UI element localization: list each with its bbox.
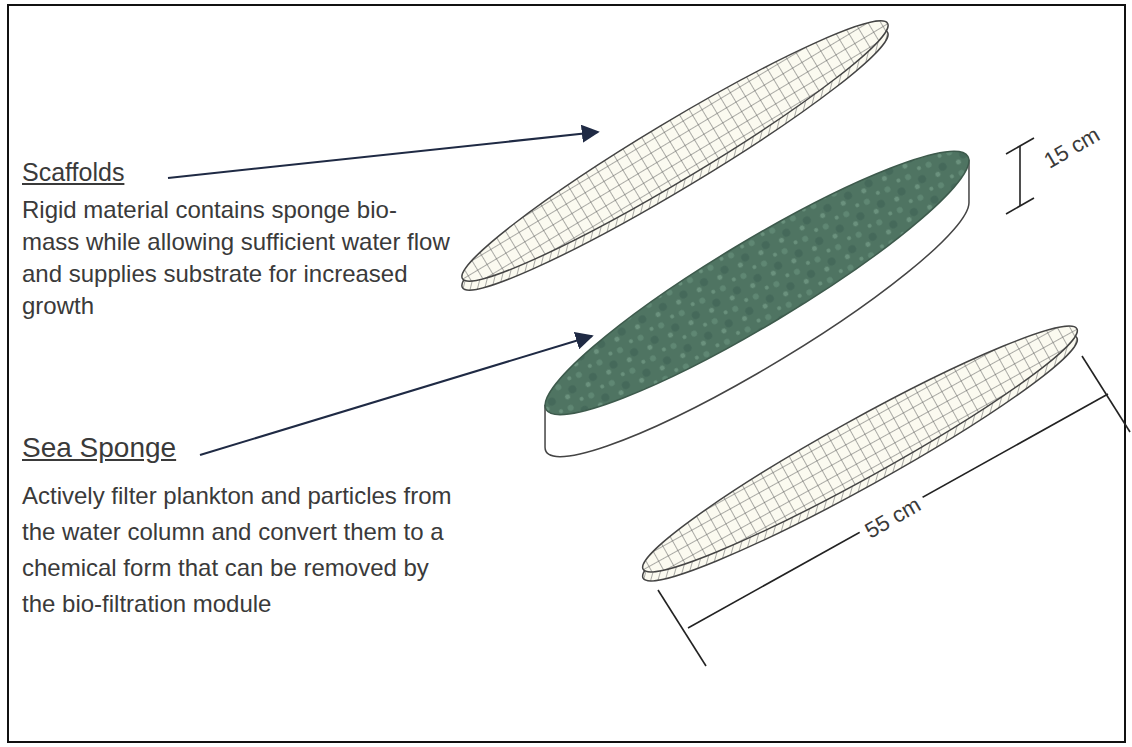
leader-line bbox=[200, 336, 592, 455]
leader-line bbox=[168, 132, 598, 178]
description-text: Rigid material contains sponge bio-mass … bbox=[22, 194, 452, 322]
dimension-label: 55 cm bbox=[855, 489, 930, 547]
heading-text: Scaffolds bbox=[22, 158, 124, 187]
scaffold-bottom bbox=[629, 303, 1091, 603]
heading-text: Sea Sponge bbox=[22, 432, 176, 464]
dimension-label: 15 cm bbox=[1040, 122, 1105, 174]
dimension-55 bbox=[658, 356, 1130, 666]
dimension-15 bbox=[1006, 138, 1034, 214]
description-text: Actively filter plankton and particles f… bbox=[22, 478, 452, 622]
frame bbox=[8, 5, 1125, 742]
